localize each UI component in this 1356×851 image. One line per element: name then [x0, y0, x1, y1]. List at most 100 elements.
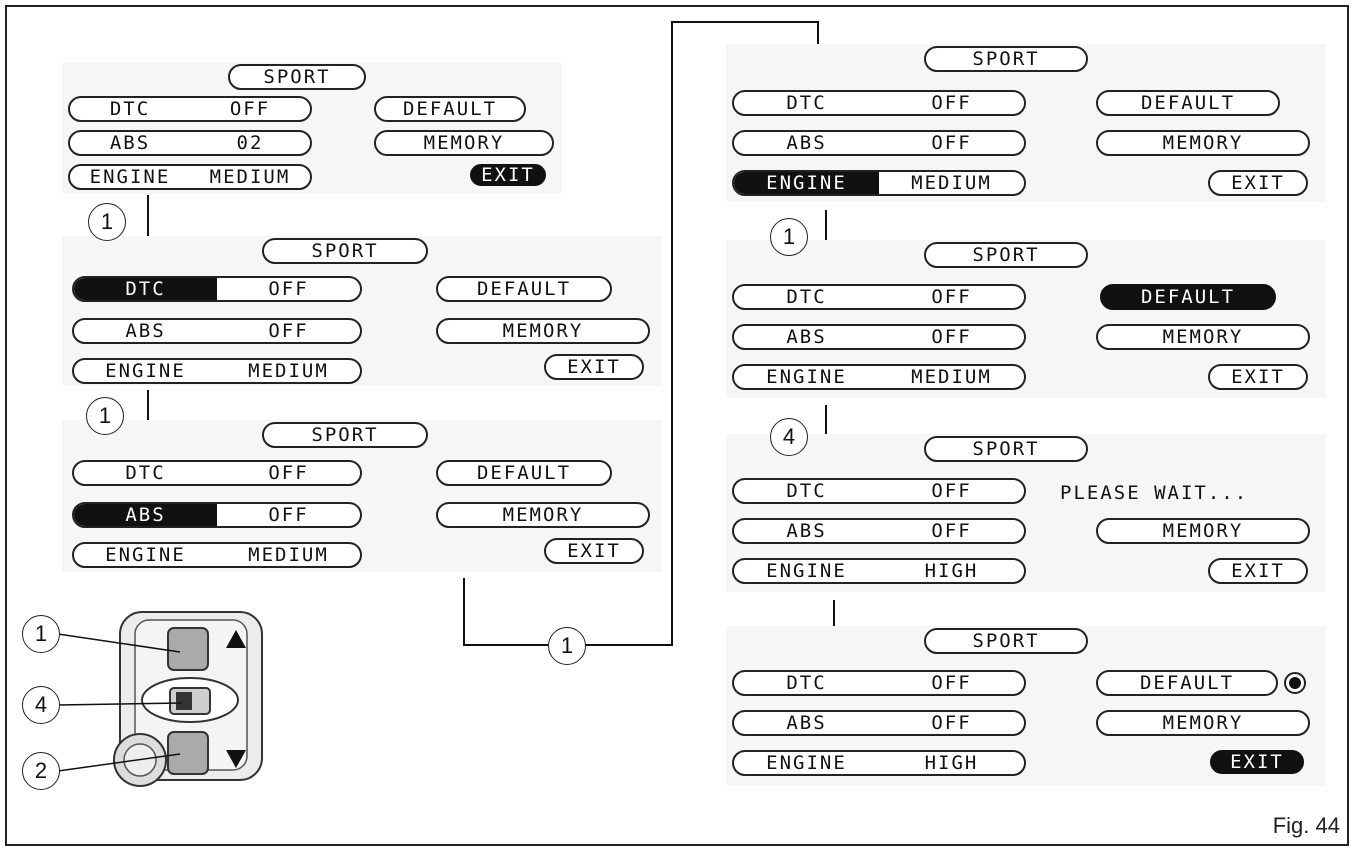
engine-label: ENGINE	[766, 366, 847, 388]
exit-pill: EXIT	[1210, 750, 1304, 774]
sport-label: SPORT	[972, 48, 1040, 70]
abs-value: OFF	[268, 320, 309, 342]
dtc-label: DTC	[786, 480, 827, 502]
abs-label: ABS	[74, 504, 217, 526]
sport-pill: SPORT	[924, 436, 1088, 462]
abs-row: ABS OFF	[732, 518, 1026, 544]
memory-label: MEMORY	[1162, 520, 1244, 542]
abs-label: ABS	[786, 326, 827, 348]
leader-1	[57, 633, 181, 653]
memory-pill: MEMORY	[1096, 518, 1310, 544]
engine-label: ENGINE	[105, 544, 186, 566]
default-pill: DEFAULT	[1096, 90, 1280, 116]
abs-value: OFF	[931, 520, 972, 542]
dtc-label: DTC	[125, 462, 166, 484]
default-pill: DEFAULT	[436, 276, 612, 302]
dtc-label: DTC	[786, 672, 827, 694]
dtc-label: DTC	[109, 98, 151, 120]
engine-value: MEDIUM	[248, 360, 329, 382]
abs-value: OFF	[931, 326, 972, 348]
engine-value: MEDIUM	[911, 366, 992, 388]
connector-arrow	[463, 21, 827, 646]
abs-value: OFF	[931, 712, 972, 734]
engine-value: MEDIUM	[248, 544, 329, 566]
abs-value: OFF	[268, 504, 309, 526]
abs-label: ABS	[786, 520, 827, 542]
dtc-value: OFF	[931, 286, 972, 308]
default-label: DEFAULT	[1140, 92, 1236, 114]
sport-label: SPORT	[311, 240, 379, 262]
sport-pill: SPORT	[924, 46, 1088, 72]
down-arrow-icon	[226, 750, 246, 768]
sport-pill: SPORT	[924, 242, 1088, 268]
default-pill: DEFAULT	[436, 460, 612, 486]
default-pill: DEFAULT	[1096, 670, 1278, 696]
step-callout-4: 1	[770, 218, 808, 256]
memory-label: MEMORY	[1162, 132, 1244, 154]
abs-label: ABS	[786, 712, 827, 734]
memory-label: MEMORY	[502, 504, 584, 526]
sport-pill: SPORT	[262, 238, 428, 264]
engine-label: ENGINE	[89, 166, 171, 188]
sport-label: SPORT	[311, 424, 379, 446]
dtc-label: DTC	[74, 278, 217, 300]
memory-label: MEMORY	[423, 132, 505, 154]
memory-pill: MEMORY	[436, 502, 650, 528]
memory-pill: MEMORY	[436, 318, 650, 344]
abs-label: ABS	[125, 320, 166, 342]
step-callout-5: 4	[770, 418, 808, 456]
abs-row: ABS OFF	[72, 318, 362, 344]
figure-frame	[5, 5, 1349, 846]
figure-caption: Fig. 44	[1272, 813, 1340, 838]
exit-label: EXIT	[1231, 560, 1285, 582]
engine-row: ENGINE HIGH	[732, 558, 1026, 584]
exit-label: EXIT	[567, 356, 621, 378]
engine-label: ENGINE	[766, 560, 847, 582]
engine-row: ENGINE MEDIUM	[72, 542, 362, 568]
default-label: DEFAULT	[1139, 672, 1235, 694]
exit-label: EXIT	[567, 540, 621, 562]
leader-2	[57, 753, 181, 772]
engine-value: HIGH	[924, 560, 979, 582]
leader-4	[57, 702, 183, 706]
exit-label: EXIT	[1231, 172, 1285, 194]
selected-dot-icon	[1284, 672, 1306, 694]
memory-label: MEMORY	[502, 320, 584, 342]
engine-row: ENGINE MEDIUM	[732, 364, 1026, 390]
step-callout-1: 1	[88, 203, 126, 241]
handlebar-switch	[113, 611, 263, 787]
memory-label: MEMORY	[1162, 712, 1244, 734]
abs-value: OFF	[931, 132, 972, 154]
abs-value: 02	[236, 132, 264, 154]
memory-label: MEMORY	[1162, 326, 1244, 348]
exit-label: EXIT	[481, 164, 535, 186]
exit-label: EXIT	[1230, 751, 1284, 773]
exit-pill: EXIT	[544, 354, 644, 380]
exit-label: EXIT	[1231, 366, 1285, 388]
dtc-label: DTC	[786, 92, 827, 114]
abs-label: ABS	[109, 132, 151, 154]
sport-pill: SPORT	[228, 64, 366, 90]
exit-pill: EXIT	[1208, 364, 1308, 390]
sport-label: SPORT	[972, 438, 1040, 460]
default-label: DEFAULT	[476, 462, 572, 484]
default-pill: DEFAULT	[374, 96, 526, 122]
sport-pill: SPORT	[924, 628, 1088, 654]
exit-pill: EXIT	[470, 164, 546, 186]
memory-pill: MEMORY	[374, 130, 554, 156]
up-button	[167, 627, 209, 671]
exit-pill: EXIT	[1208, 170, 1308, 196]
